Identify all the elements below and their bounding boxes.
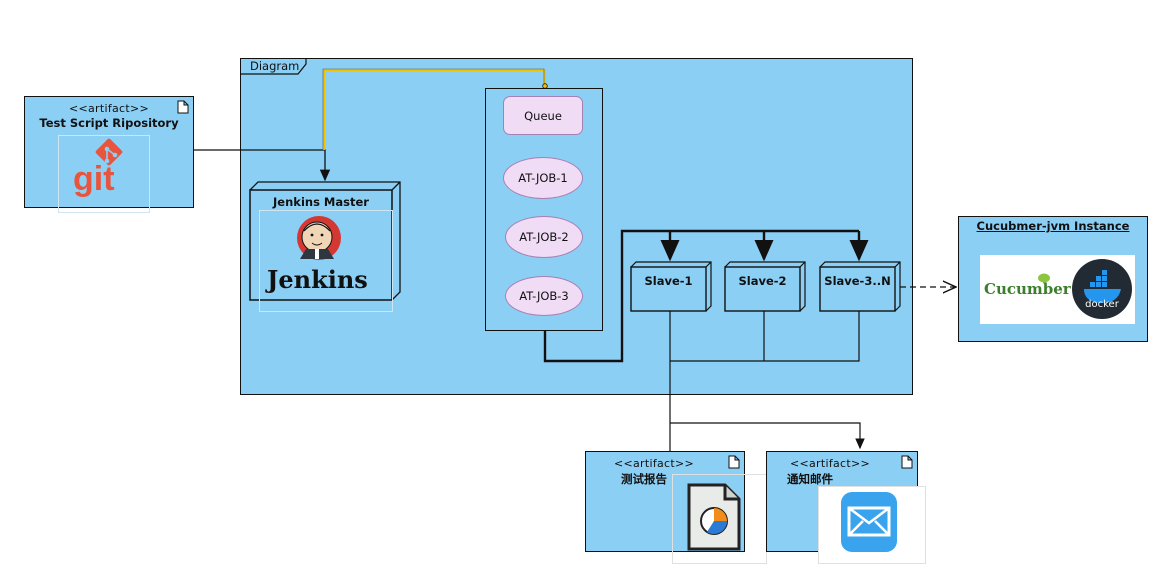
slave-2-label: Slave-2 bbox=[738, 274, 787, 288]
repository-stereotype: <<artifact>> bbox=[68, 102, 150, 115]
report-file-icon bbox=[672, 474, 767, 564]
slave-3-label: Slave-3..N bbox=[824, 274, 891, 288]
slave-node-3: Slave-3..N bbox=[819, 261, 901, 312]
mail-stereotype: <<artifact>> bbox=[789, 457, 871, 470]
instance-logos: Cucumber docker bbox=[980, 255, 1135, 324]
jenkins-logo-text: Jenkins bbox=[267, 265, 368, 294]
git-logo-text: git bbox=[73, 160, 115, 198]
docker-logo-text: docker bbox=[1085, 299, 1119, 310]
cucumber-instance: Cucubmer-jvm Instance Cucumber docker bbox=[958, 216, 1148, 342]
mail-icon bbox=[818, 486, 926, 564]
job-3: AT-JOB-3 bbox=[505, 276, 583, 316]
git-logo: git bbox=[58, 135, 150, 213]
mail-title: 通知邮件 bbox=[787, 472, 833, 486]
queue-box: Queue bbox=[503, 96, 583, 135]
jenkins-master-title: Jenkins Master bbox=[273, 195, 369, 209]
repository-title: Test Script Ripository bbox=[39, 116, 179, 130]
slaves-output-connector bbox=[669, 311, 860, 423]
queue-to-slaves-connector bbox=[543, 229, 859, 363]
jenkins-logo: Jenkins bbox=[259, 210, 393, 312]
repository-artifact: <<artifact>> Test Script Ripository git bbox=[24, 96, 194, 213]
jenkins-master-node: Jenkins Master Jenkins bbox=[249, 181, 401, 312]
instance-title: Cucubmer-jvm Instance bbox=[976, 219, 1130, 233]
slave-node-1: Slave-1 bbox=[630, 261, 712, 312]
diagram-frame-tab: Diagram bbox=[240, 58, 307, 75]
job-1: AT-JOB-1 bbox=[503, 157, 583, 199]
docker-logo: docker bbox=[1072, 259, 1132, 319]
master-to-queue-connector bbox=[323, 69, 546, 150]
report-stereotype: <<artifact>> bbox=[613, 457, 695, 470]
diagram-frame-label: Diagram bbox=[250, 59, 300, 73]
slave-1-label: Slave-1 bbox=[644, 274, 693, 288]
job-2: AT-JOB-2 bbox=[505, 216, 583, 258]
slave-node-2: Slave-2 bbox=[724, 261, 806, 312]
repo-to-master-connector bbox=[194, 149, 331, 182]
report-title: 测试报告 bbox=[621, 472, 667, 486]
cucumber-logo-text: Cucumber bbox=[984, 280, 1071, 298]
